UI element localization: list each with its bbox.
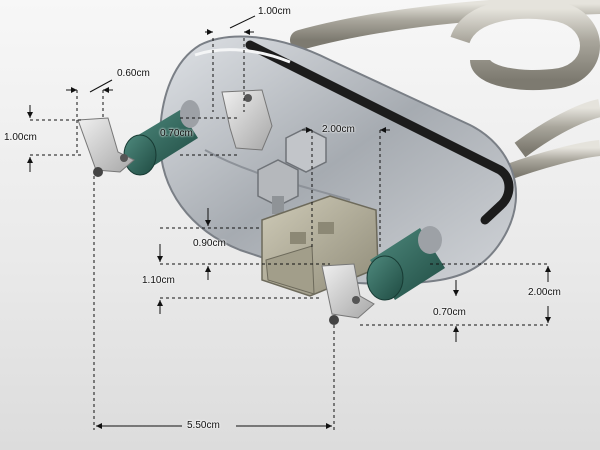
dim-overall-length: 5.50cm: [187, 420, 220, 431]
dim-left-terminal-width: 0.60cm: [117, 68, 150, 79]
dim-right-terminal-height: 2.00cm: [528, 287, 561, 298]
dim-center-spacing: 2.00cm: [322, 124, 355, 135]
dim-left-tube-offset: 0.70cm: [160, 128, 193, 139]
dim-top-terminal-width: 1.00cm: [258, 6, 291, 17]
right-tube: [366, 226, 445, 301]
dim-connector-offset: 0.90cm: [193, 238, 226, 249]
right-terminal: [321, 263, 375, 325]
dimension-arrows: [27, 29, 551, 429]
left-terminal: [77, 117, 135, 177]
dim-connector-height: 1.10cm: [142, 275, 175, 286]
left-tube: [123, 100, 200, 176]
dim-left-terminal-height: 1.00cm: [4, 132, 37, 143]
dim-right-tube-offset: 0.70cm: [433, 307, 466, 318]
top-terminal: [221, 89, 273, 151]
